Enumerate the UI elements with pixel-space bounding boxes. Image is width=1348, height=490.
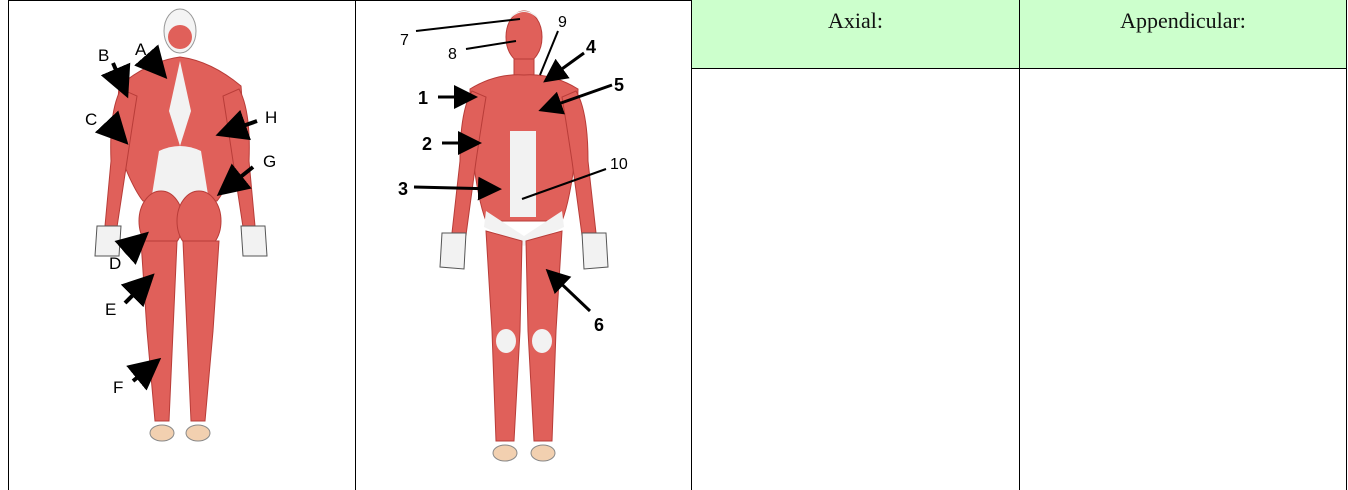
appendicular-header: Appendicular:	[1020, 0, 1346, 68]
label-10: 10	[610, 156, 628, 173]
label-9: 9	[558, 14, 567, 31]
appendicular-answer-cell[interactable]	[1020, 69, 1346, 490]
label-3: 3	[398, 179, 408, 199]
label-C: C	[85, 110, 97, 129]
label-1: 1	[418, 88, 428, 108]
axial-header: Axial:	[692, 0, 1019, 68]
axial-answer-cell[interactable]	[692, 69, 1019, 490]
label-8: 8	[448, 46, 457, 63]
line-7	[416, 19, 520, 31]
label-F: F	[113, 378, 123, 397]
arrow-4	[548, 53, 584, 79]
posterior-body	[95, 9, 267, 441]
arrow-3	[414, 187, 496, 189]
label-A: A	[135, 40, 147, 59]
appendicular-header-label: Appendicular:	[1120, 8, 1246, 34]
label-D: D	[109, 254, 121, 273]
posterior-muscle-diagram: A B C D E F G H	[9, 1, 355, 490]
label-H: H	[265, 108, 277, 127]
label-B: B	[98, 46, 109, 65]
label-2: 2	[422, 134, 432, 154]
arrow-D	[125, 237, 143, 253]
table-border-right	[1346, 0, 1347, 490]
line-9	[540, 31, 558, 75]
label-4: 4	[586, 37, 596, 57]
label-E: E	[105, 300, 116, 319]
anterior-muscle-diagram: 1 2 3 4 5 6 7 8 9 10	[356, 1, 691, 490]
anterior-body	[440, 11, 608, 461]
axial-header-label: Axial:	[828, 8, 883, 34]
label-7: 7	[400, 32, 409, 49]
label-6: 6	[594, 315, 604, 335]
label-G: G	[263, 152, 276, 171]
label-5: 5	[614, 75, 624, 95]
